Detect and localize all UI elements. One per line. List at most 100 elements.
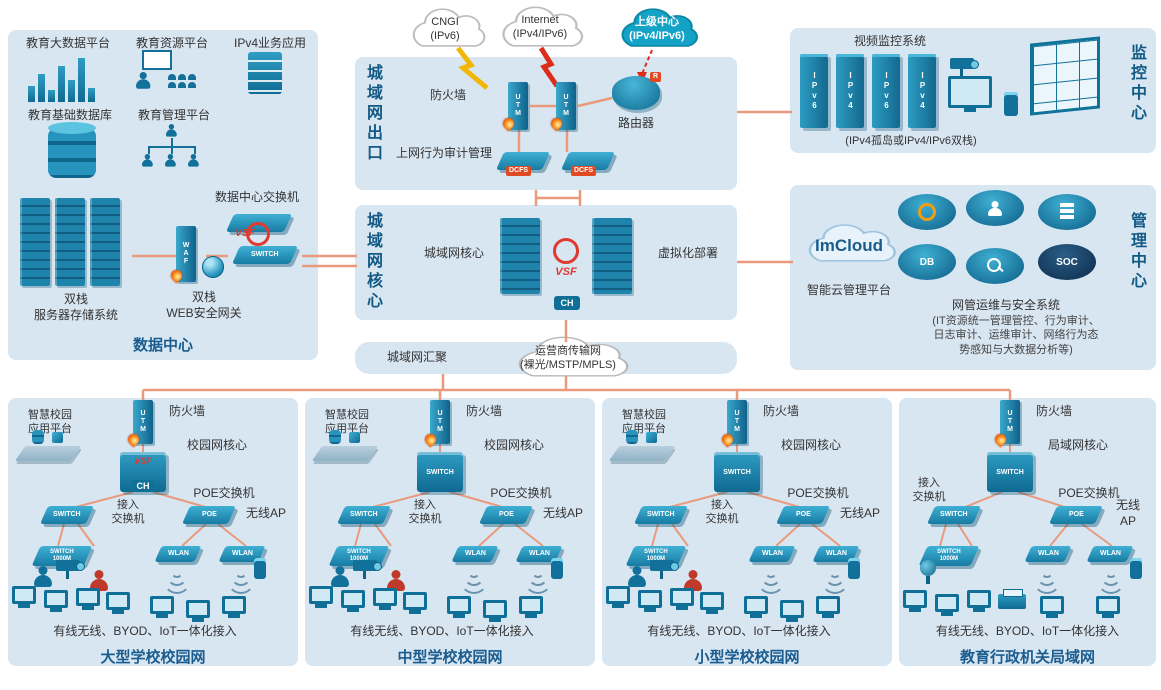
org-tree-node-icon (188, 154, 199, 167)
vsf-label: VSF (134, 456, 152, 466)
wlan-ap-icon: WLAN (1024, 546, 1072, 562)
org-tree-line (171, 148, 173, 154)
video-server-icon: IPv4 (836, 54, 864, 128)
org-tree-line (194, 148, 196, 154)
wifi-waves-icon (1032, 572, 1062, 594)
campus-core-label: 校园网核心 (483, 438, 544, 452)
mini-db-icon (329, 430, 341, 444)
campus-bottom-label: 有线无线、BYOD、IoT一体化接入 (350, 624, 534, 638)
campus-core-icon: SWITCH (987, 452, 1033, 492)
monitor-icon (948, 76, 992, 108)
bar-chart-icon (28, 56, 95, 102)
lightning-bolt-yellow-icon (456, 46, 489, 90)
video-server-icon: IPv6 (800, 54, 828, 128)
access-switch-icon: SWITCH (926, 506, 982, 524)
wireless-ap-label: 无线AP (542, 506, 583, 520)
big-data-platform-label: 教育大数据平台 (25, 36, 110, 50)
ch-tag: CH (554, 296, 580, 310)
campus-title: 小型学校校园网 (694, 649, 800, 666)
phone-icon (848, 558, 860, 579)
wlan-text: WLAN (464, 549, 486, 557)
wlan-text: WLAN (1037, 549, 1059, 557)
stack-note-label: (IPv4孤岛或IPv4/IPv6双栈) (845, 135, 977, 147)
cloud-cngi: CNGI (IPv6) (430, 16, 460, 43)
mini-db-icon (32, 430, 44, 444)
ops-soc-icon: SOC (1038, 244, 1096, 280)
carrier-cloud-label: 运营商传输网 (裸光/MSTP/MPLS) (520, 345, 616, 372)
ops-gear-icon (898, 194, 956, 230)
ipv4-apps-label: IPv4业务应用 (233, 36, 306, 50)
audience-icon (168, 74, 200, 88)
panel-metro-exit (355, 57, 737, 190)
tower-text: IPv6 (882, 71, 891, 111)
ops-admin-icon (966, 190, 1024, 226)
imcloud-label: ImCloud (815, 236, 883, 255)
camera-icon (353, 560, 382, 579)
ops-db-icon: DB (898, 244, 956, 280)
poe-switch-icon: POE (775, 506, 831, 524)
wifi-waves-icon (523, 572, 553, 594)
phone-icon (254, 558, 266, 579)
phone-icon (1130, 558, 1142, 579)
person-icon (331, 566, 349, 587)
video-system-label: 视频监控系统 (853, 34, 926, 48)
campus-firewall-label: 防火墙 (168, 404, 205, 418)
campus-platform-label: 智慧校园 应用平台 (622, 409, 666, 436)
ch-tag: CH (132, 480, 154, 492)
utm-text: UTM (562, 94, 570, 118)
utm-text: UTM (733, 410, 741, 434)
monitor-icon (106, 592, 130, 610)
monitor-icon (483, 600, 507, 618)
monitor-icon (967, 590, 991, 608)
noc-detail-label: (IT资源统一管理管控、行为审计、 日志审计、运维审计、网络行为态 势感知与大数… (932, 315, 1100, 356)
camera-icon (56, 560, 85, 579)
video-server-icon: IPv6 (872, 54, 900, 128)
monitor-icon (780, 600, 804, 618)
wlan-ap-icon: WLAN (1086, 546, 1134, 562)
access-switch-label: 接入 交换机 (408, 499, 442, 526)
dcfs-badge: DCFS (571, 166, 597, 177)
poe-switch-icon: POE (1048, 506, 1104, 524)
vsf-ring-icon (246, 222, 270, 246)
dc-switch-icon: SWITCH (231, 246, 299, 264)
wlan-ap-icon: WLAN (748, 546, 796, 562)
access-switch-label: 接入 交换机 (912, 477, 946, 504)
dc-switch-label: 数据中心交换机 (214, 190, 299, 204)
camera-icon (650, 560, 679, 579)
poe-switch-label: POE交换机 (787, 486, 849, 500)
monitor-icon (1096, 596, 1120, 614)
mini-server-icon (349, 432, 360, 443)
platform-slab-icon (14, 446, 82, 461)
campus-core-label: 局域网核心 (1047, 438, 1108, 452)
wifi-waves-icon (162, 572, 192, 594)
printer-icon (998, 589, 1026, 609)
router-label: 路由器 (617, 116, 654, 130)
poe-switch-label: POE交换机 (193, 486, 255, 500)
wlan-text: WLAN (231, 549, 253, 557)
monitor-icon (903, 590, 927, 608)
campus-core-label: 校园网核心 (780, 438, 841, 452)
campus-core-icon: SWITCH (417, 452, 463, 492)
whiteboard-icon (142, 50, 172, 70)
tower-text: IPv4 (918, 71, 927, 111)
cloud-upper-center: 上级中心 (IPv4/IPv6) (629, 16, 685, 43)
virtualization-label: 虚拟化部署 (657, 246, 718, 260)
mgmt-platform-label: 教育管理平台 (137, 108, 210, 122)
core-chassis-icon (592, 218, 632, 294)
resource-platform-label: 教育资源平台 (135, 36, 208, 50)
campus-firewall-label: 防火墙 (762, 404, 799, 418)
campus-platform-label: 智慧校园 应用平台 (325, 409, 369, 436)
soc-text: SOC (1056, 256, 1078, 268)
monitor-icon (606, 586, 630, 604)
panel-admin-lan (899, 398, 1156, 666)
org-tree-line (171, 138, 173, 146)
waf-gateway-icon: WAF (176, 226, 196, 282)
platform-slab-icon (311, 446, 379, 461)
camera-icon (950, 58, 979, 77)
tower-text: IPv6 (810, 71, 819, 111)
wifi-waves-icon (226, 572, 256, 594)
magnifier-icon (987, 258, 1003, 274)
access-switch-label: 接入 交换机 (705, 499, 739, 526)
mini-db-icon (626, 430, 638, 444)
utm-text: UTM (139, 410, 147, 434)
